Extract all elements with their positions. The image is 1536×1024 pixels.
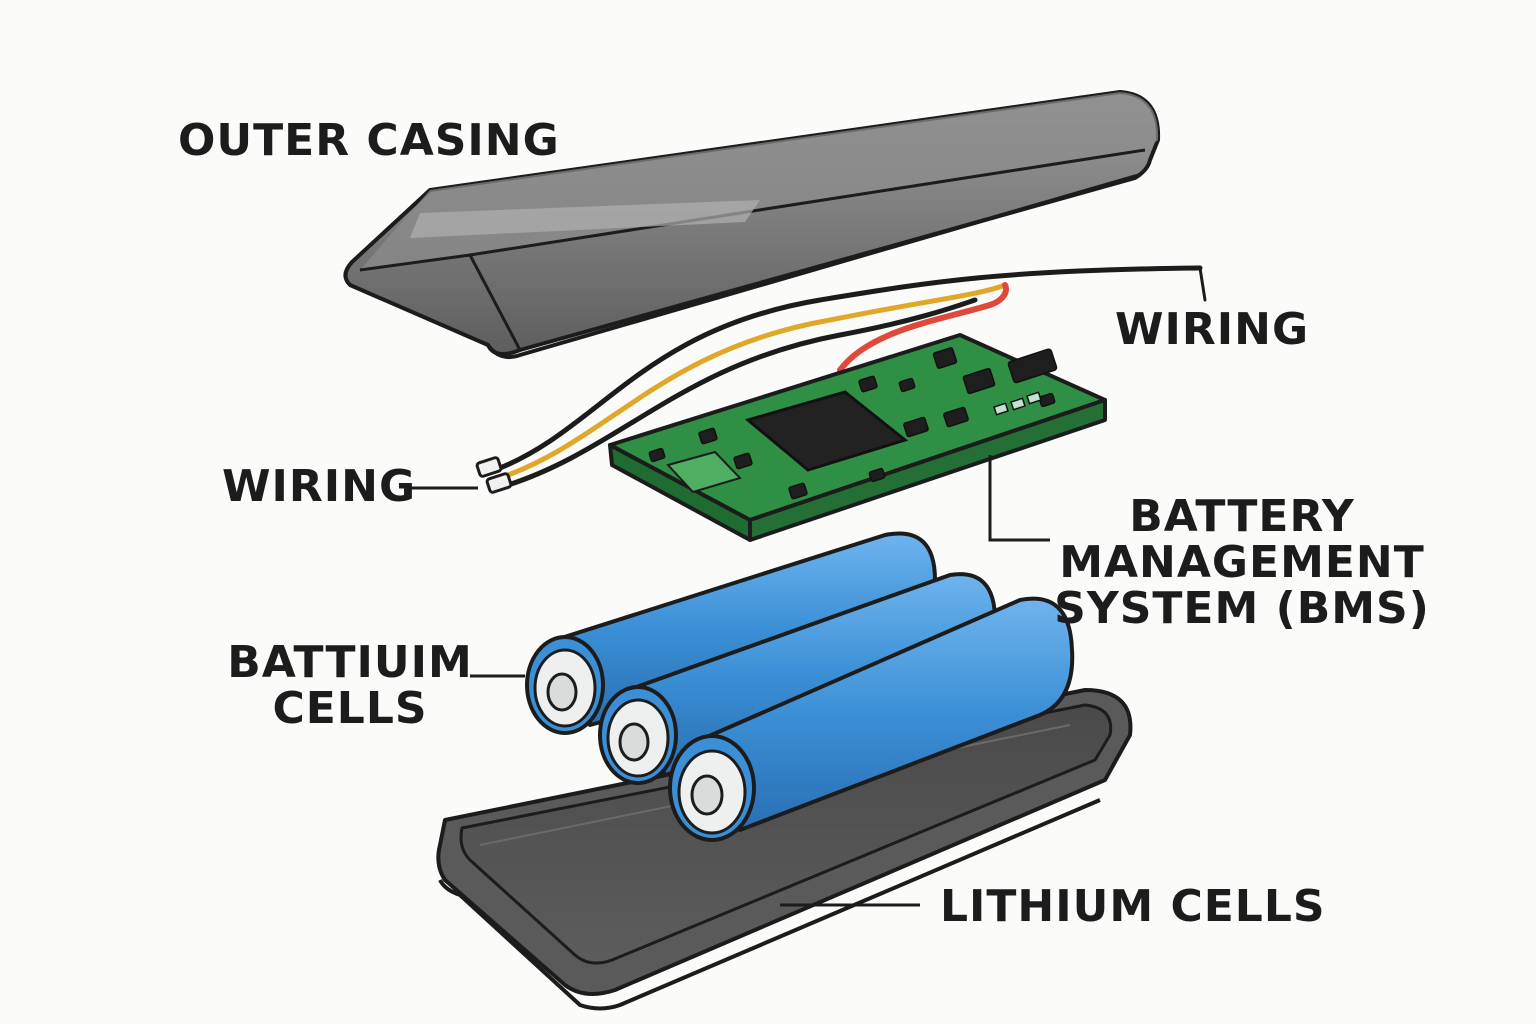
label-battium-line-1: BATTIUIM xyxy=(227,637,473,688)
wire-terminal-icon xyxy=(485,472,513,494)
battery-cell-front xyxy=(668,596,1075,842)
label-wiring-left: WIRING xyxy=(222,461,417,512)
label-lithium-cells: LITHIUM CELLS xyxy=(940,881,1326,932)
label-bms-line-2: MANAGEMENT xyxy=(1059,537,1425,588)
bottom-tray xyxy=(436,688,1133,1011)
leader-bms xyxy=(988,455,1050,542)
leader-lines xyxy=(410,455,1050,907)
label-battium-cells: BATTIUIM CELLS xyxy=(225,640,475,732)
label-wiring-top: WIRING xyxy=(1115,304,1310,355)
outer-casing xyxy=(343,90,1161,359)
bms-circuit-board xyxy=(608,333,1107,542)
label-bms-line-1: BATTERY xyxy=(1129,491,1355,542)
label-bms: BATTERY MANAGEMENT SYSTEM (BMS) xyxy=(1052,494,1432,632)
label-bms-line-3: SYSTEM (BMS) xyxy=(1054,583,1430,634)
wire-terminal-icon xyxy=(475,456,503,478)
microcontroller-chip-icon xyxy=(744,390,909,472)
wiring-bundle xyxy=(475,265,1207,494)
label-outer-casing: OUTER CASING xyxy=(178,115,560,166)
label-battium-line-2: CELLS xyxy=(272,683,428,734)
